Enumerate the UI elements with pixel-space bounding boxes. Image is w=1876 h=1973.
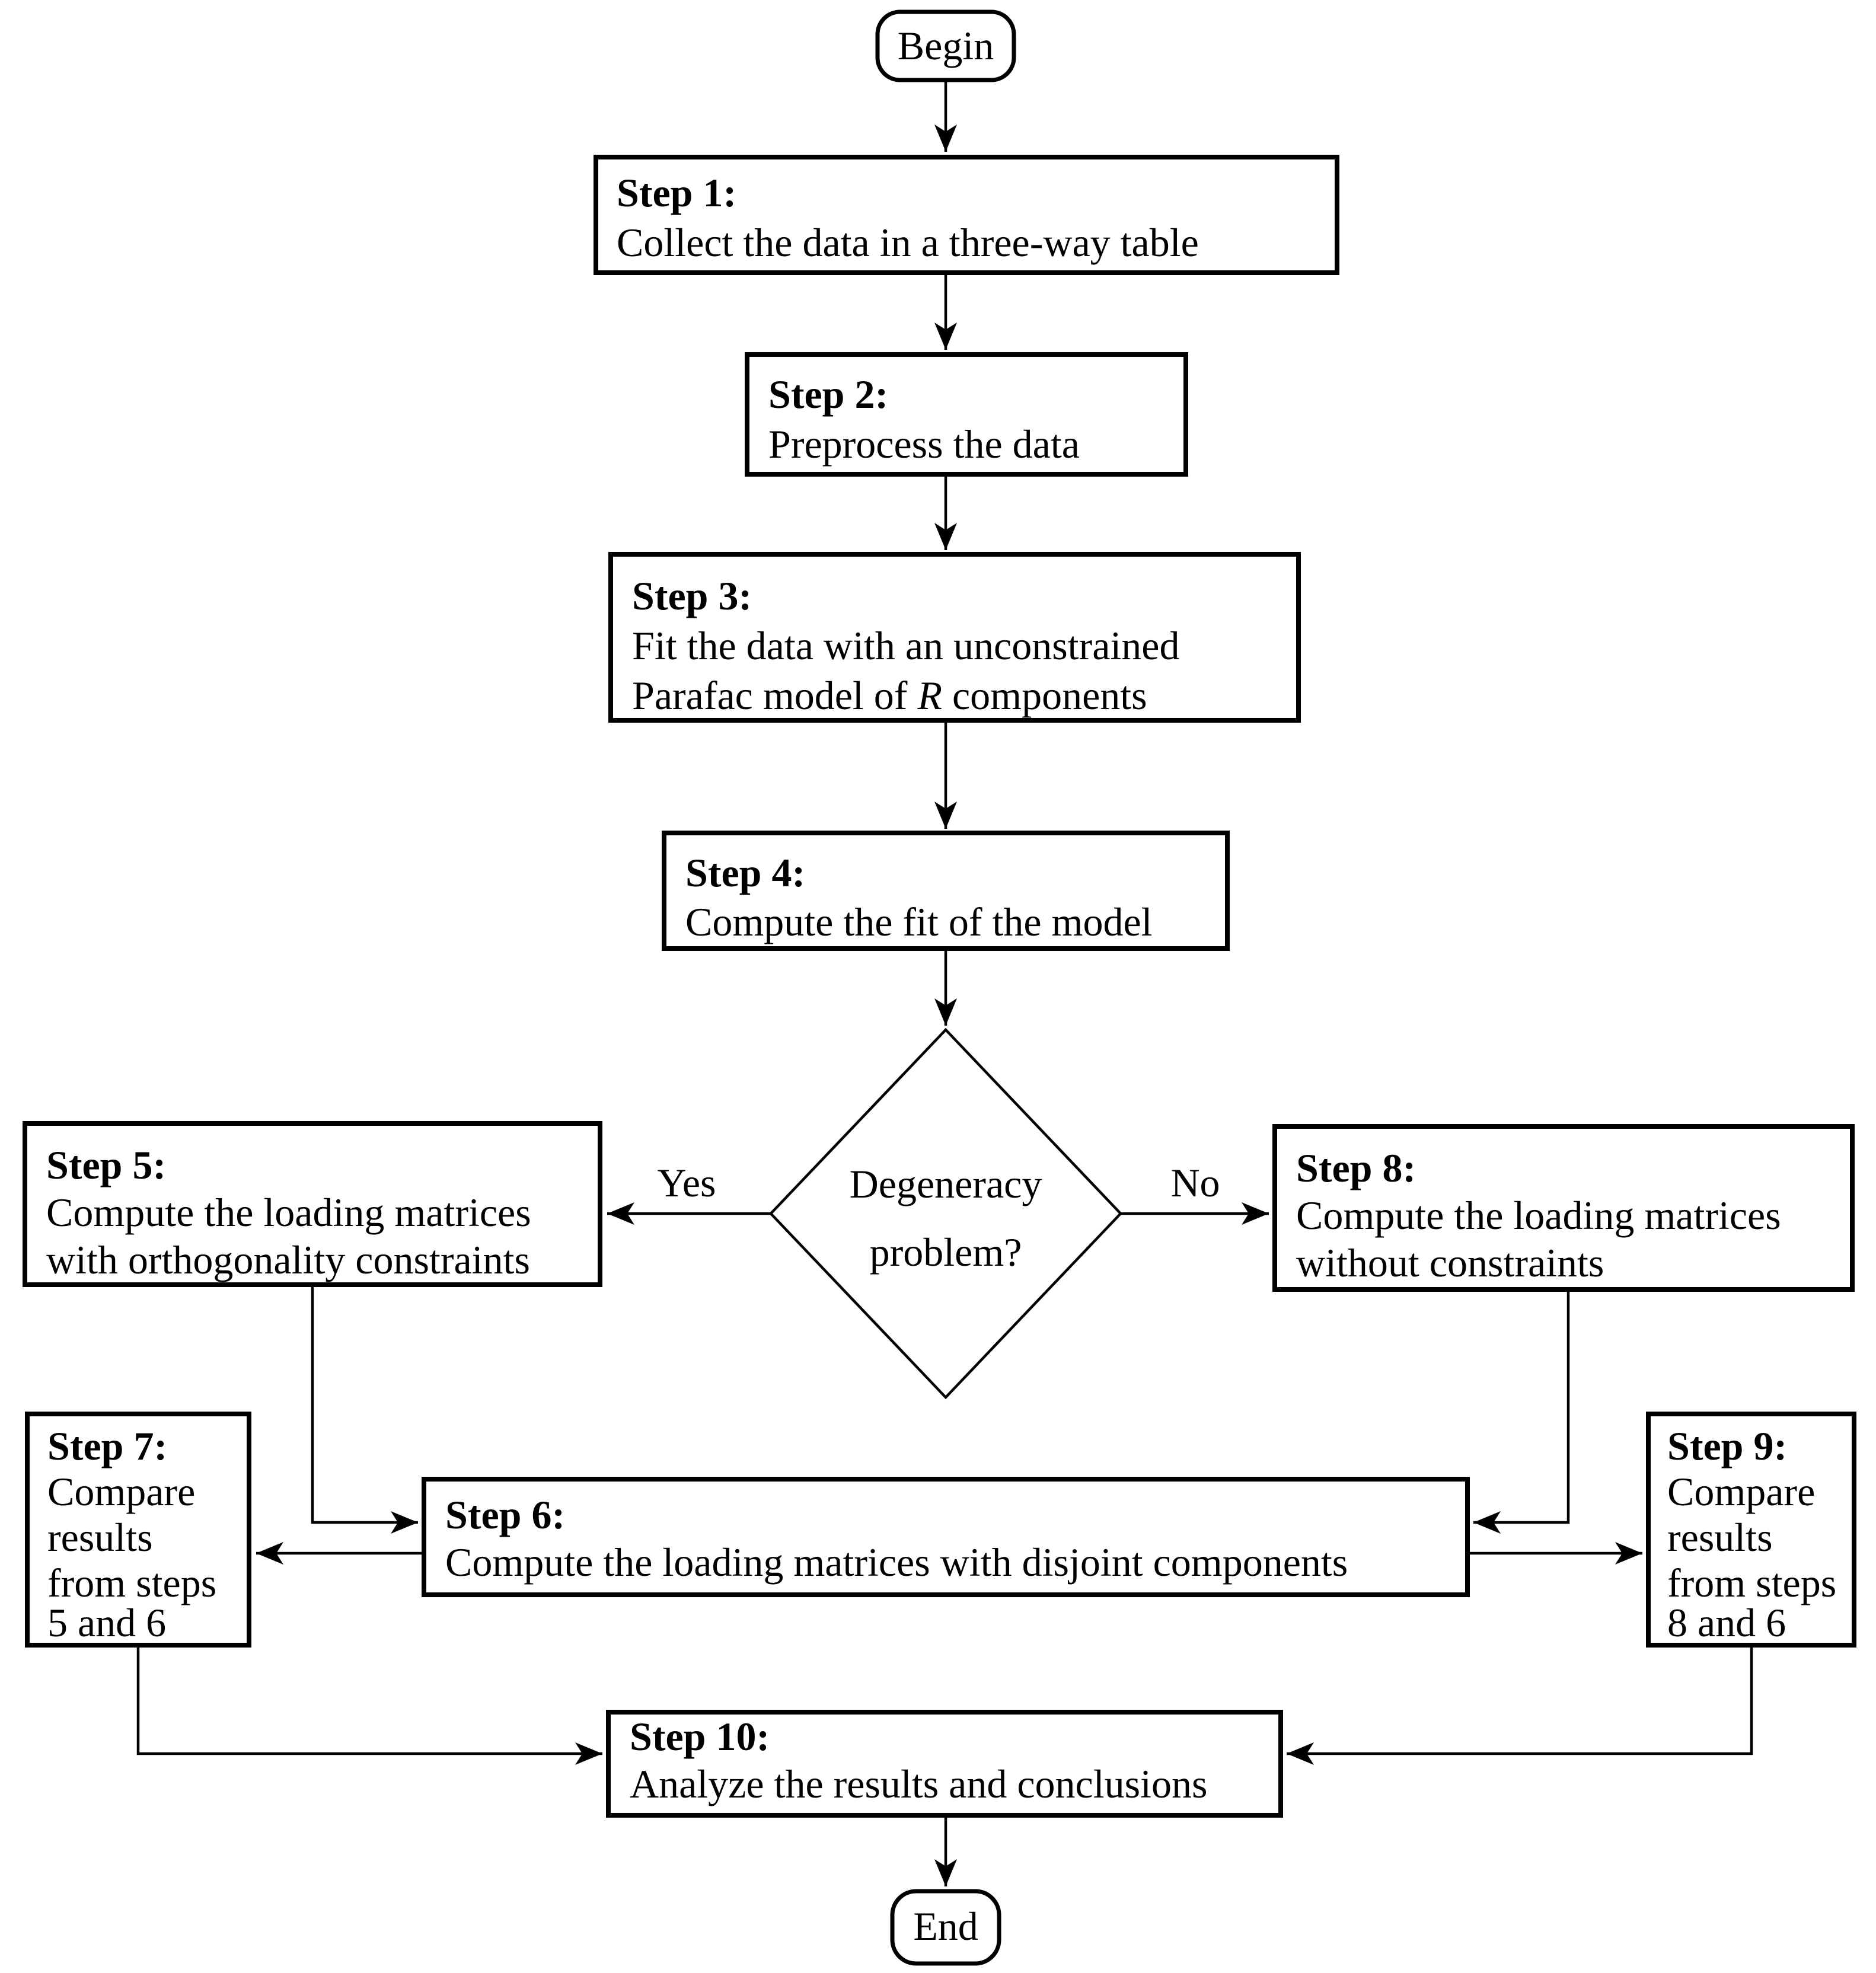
step9-box <box>1646 1412 1856 1648</box>
step6-title: Step 6: <box>445 1492 565 1537</box>
decision-node: Degeneracy problem? <box>768 1027 1123 1400</box>
end-node: End <box>890 1889 1001 1966</box>
step1-line1: Collect the data in a three-way table <box>617 220 1199 265</box>
step7-node: Step 7: Compare results from steps 5 and… <box>25 1412 251 1648</box>
step5-title: Step 5: <box>46 1142 166 1187</box>
edge-step5-step6 <box>311 1286 418 1534</box>
step3-line2-post: components <box>942 673 1147 718</box>
step1-title: Step 1: <box>617 170 736 215</box>
step4-node: Step 4: Compute the fit of the model <box>662 831 1230 951</box>
step10-box <box>606 1710 1283 1818</box>
step8-title: Step 8: <box>1296 1145 1416 1190</box>
step5-line1: Compute the loading matrices <box>46 1190 531 1235</box>
edges: Yes No <box>136 80 1753 1886</box>
step10-line1: Analyze the results and conclusions <box>630 1761 1207 1806</box>
step3-title: Step 3: <box>632 573 752 618</box>
step6-line1: Compute the loading matrices with disjoi… <box>445 1540 1348 1585</box>
step6-node: Step 6: Compute the loading matrices wit… <box>422 1477 1470 1597</box>
step3-line1: Fit the data with an unconstrained <box>632 623 1179 668</box>
step7-line3: from steps <box>47 1560 216 1605</box>
step3-line2-variable: R <box>917 673 942 718</box>
step7-title: Step 7: <box>47 1423 167 1468</box>
step3-line2: Parafac model of R components <box>632 673 1147 718</box>
begin-label: Begin <box>898 23 994 68</box>
step4-box <box>662 831 1230 951</box>
step9-line3: from steps <box>1667 1560 1836 1605</box>
step3-box <box>608 552 1301 723</box>
step4-line1: Compute the fit of the model <box>685 899 1153 944</box>
step2-node: Step 2: Preprocess the data <box>745 352 1188 477</box>
end-terminal-shape <box>890 1889 1001 1966</box>
step3-node: Step 3: Fit the data with an unconstrain… <box>608 552 1301 723</box>
step7-line1: Compare <box>47 1469 195 1514</box>
step9-title: Step 9: <box>1667 1423 1787 1468</box>
yes-label: Yes <box>658 1160 716 1205</box>
step2-box <box>745 352 1188 477</box>
step9-node: Step 9: Compare results from steps 8 and… <box>1646 1412 1856 1648</box>
step1-node: Step 1: Collect the data in a three-way … <box>594 155 1339 275</box>
step9-line2: results <box>1667 1515 1773 1560</box>
edge-step9-step10 <box>1287 1645 1753 1765</box>
step3-line2-pre: Parafac model of <box>632 673 917 718</box>
step8-box <box>1272 1124 1855 1292</box>
step9-line4: 8 and 6 <box>1667 1600 1786 1645</box>
step2-line1: Preprocess the data <box>768 422 1080 467</box>
step1-box <box>594 155 1339 275</box>
step7-box <box>25 1412 251 1648</box>
step7-line2: results <box>47 1515 153 1560</box>
decision-line1: Degeneracy <box>850 1161 1042 1206</box>
step9-line1: Compare <box>1667 1469 1815 1514</box>
step8-line1: Compute the loading matrices <box>1296 1193 1781 1238</box>
begin-node: Begin <box>875 9 1016 82</box>
step4-title: Step 4: <box>685 850 805 895</box>
step5-line2: with orthogonality constraints <box>46 1237 530 1282</box>
no-label: No <box>1170 1160 1220 1205</box>
step8-line2: without constraints <box>1296 1240 1604 1285</box>
step6-box <box>422 1477 1470 1597</box>
begin-terminal-shape <box>875 9 1016 82</box>
edge-step7-step10 <box>136 1645 602 1765</box>
decision-diamond-shape <box>768 1027 1123 1400</box>
end-label: End <box>913 1904 978 1949</box>
edge-step8-step6 <box>1473 1289 1570 1534</box>
step5-box <box>23 1121 602 1287</box>
step7-line4: 5 and 6 <box>47 1600 166 1645</box>
step2-title: Step 2: <box>768 372 888 417</box>
step5-node: Step 5: Compute the loading matrices wit… <box>23 1121 602 1287</box>
step10-title: Step 10: <box>630 1714 770 1759</box>
step10-node: Step 10: Analyze the results and conclus… <box>606 1710 1283 1818</box>
step8-node: Step 8: Compute the loading matrices wit… <box>1272 1124 1855 1292</box>
decision-line2: problem? <box>870 1230 1022 1275</box>
